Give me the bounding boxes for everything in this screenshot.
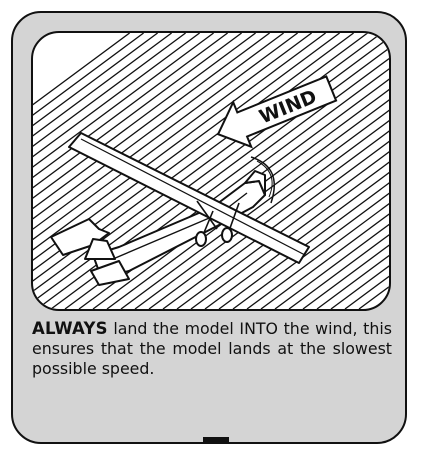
hatch-line — [33, 33, 326, 309]
caption-emphasis: ALWAYS — [32, 319, 108, 338]
hatch-line — [33, 33, 382, 309]
landing-instruction: ALWAYS land the model INTO the wind, thi… — [32, 319, 392, 379]
hatch-line — [33, 33, 354, 309]
hatch-line — [163, 33, 389, 309]
illustration-frame: WIND — [31, 31, 391, 311]
bottom-tab-marker — [203, 437, 229, 444]
instruction-card: WIND — [11, 11, 407, 444]
hatch-line — [135, 33, 389, 309]
wind-hatch-lines — [33, 33, 389, 309]
landing-illustration: WIND — [33, 33, 389, 309]
